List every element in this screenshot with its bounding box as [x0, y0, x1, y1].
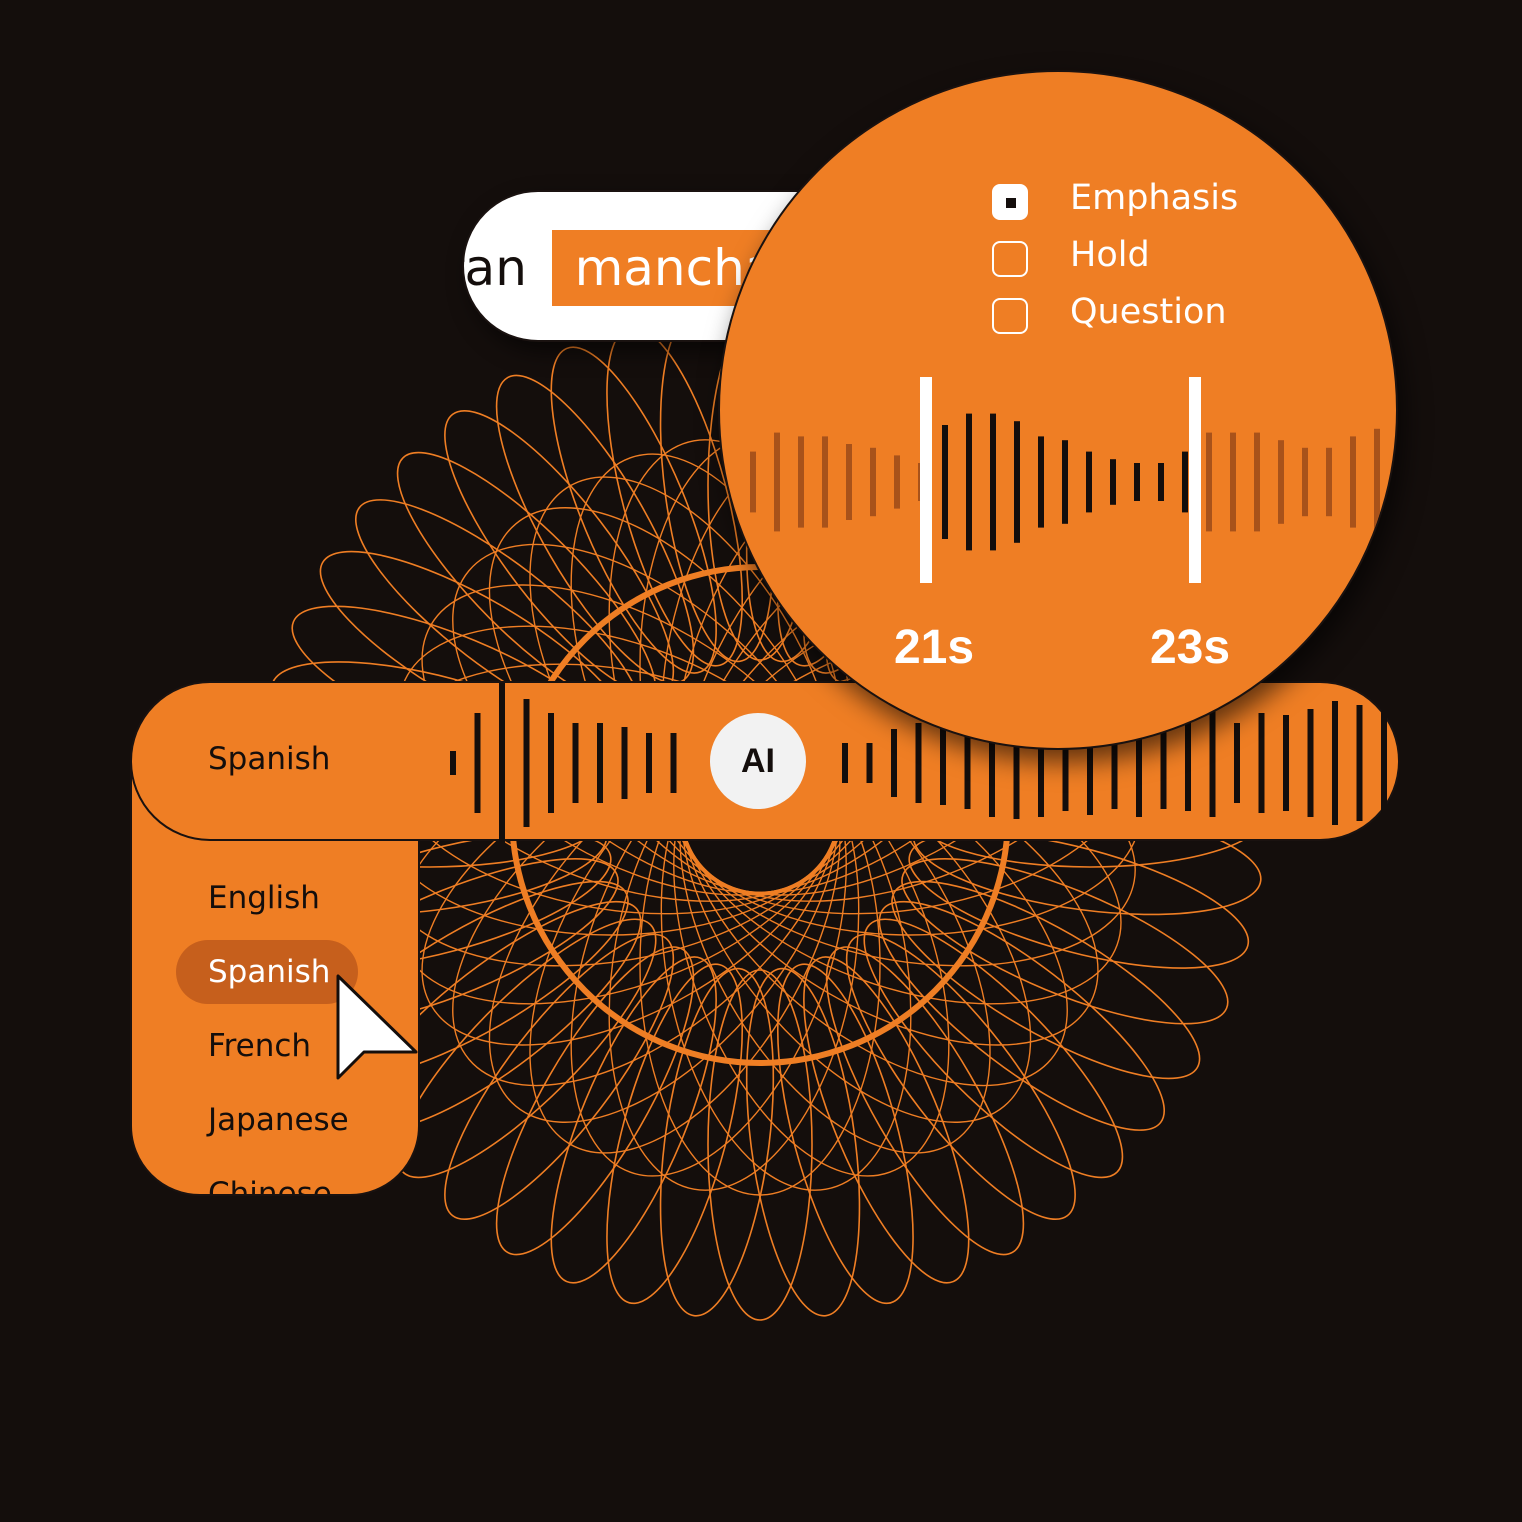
- zoom-waveform-bar: [1134, 463, 1140, 501]
- spirograph-petal: [901, 858, 1229, 1025]
- current-language-selector[interactable]: Spanish: [208, 741, 331, 777]
- spirograph-petal: [495, 946, 695, 1256]
- waveform-bar: [964, 717, 971, 809]
- audio-waveform[interactable]: [132, 683, 1402, 843]
- waveform-bar: [1381, 711, 1387, 815]
- spirograph-petal: [495, 374, 695, 684]
- spirograph-petal: [606, 963, 744, 1305]
- segment-end-time: 23s: [1149, 621, 1231, 674]
- option-label: Question: [1070, 292, 1227, 332]
- language-option-french[interactable]: French: [208, 1028, 312, 1064]
- zoom-waveform-bar: [1350, 436, 1356, 528]
- zoom-waveform-bar: [822, 436, 828, 528]
- waveform-bar: [621, 727, 628, 799]
- option-label: Emphasis: [1070, 178, 1239, 218]
- waveform-bar: [1111, 717, 1118, 809]
- zoom-waveform-bar: [990, 413, 996, 551]
- waveform-bar: [450, 751, 456, 775]
- waveform-bar: [842, 743, 848, 783]
- zoom-waveform-bar: [1302, 447, 1308, 517]
- zoom-waveform-bar: [1326, 447, 1332, 517]
- waveform-bar: [1332, 701, 1338, 825]
- waveform-bar: [1307, 709, 1314, 817]
- spirograph-petal: [891, 880, 1201, 1080]
- zoom-waveform-bar: [1110, 459, 1116, 505]
- zoom-waveform-bar: [1278, 440, 1284, 524]
- zoom-waveform-bar: [1086, 451, 1092, 513]
- zoom-waveform-bar: [966, 413, 972, 551]
- segment-end-marker[interactable]: [1189, 377, 1201, 583]
- checkbox-checked-icon[interactable]: [992, 184, 1028, 220]
- waveform-bar: [1136, 709, 1142, 817]
- waveform-bar: [1013, 707, 1020, 819]
- zoom-waveform-bar: [870, 447, 876, 517]
- spirograph-petal: [908, 831, 1250, 969]
- zoom-waveform-bar: [846, 444, 852, 520]
- checkbox-empty-icon[interactable]: [992, 241, 1028, 277]
- language-option-chinese[interactable]: Chinese: [208, 1176, 332, 1196]
- spirograph-petal: [825, 946, 1025, 1256]
- zoomed-waveform[interactable]: [720, 72, 1398, 750]
- waveform-zoom-bubble: Emphasis Hold Question 21s 23s: [718, 70, 1398, 750]
- zoom-waveform-bar: [1158, 463, 1164, 501]
- segment-start-marker[interactable]: [920, 377, 932, 583]
- waveform-bar: [1209, 709, 1216, 817]
- waveform-bar: [940, 721, 946, 805]
- language-option-english[interactable]: English: [208, 880, 320, 916]
- zoom-waveform-bar: [942, 425, 948, 539]
- zoom-waveform-bar: [1038, 436, 1044, 528]
- ai-badge-button[interactable]: AI: [710, 713, 806, 809]
- waveform-bar: [891, 729, 897, 797]
- zoom-waveform-bar: [1254, 432, 1260, 532]
- waveform-bar: [499, 683, 505, 843]
- pointer-cursor-icon: [336, 974, 418, 1080]
- spirograph-petal: [863, 918, 1124, 1179]
- language-audio-bar: Spanish AI: [130, 681, 1402, 843]
- option-label: Hold: [1070, 235, 1150, 275]
- zoom-waveform-bar: [1230, 432, 1236, 532]
- waveform-bar: [523, 699, 530, 827]
- waveform-bar: [1283, 715, 1289, 811]
- waveform-bar: [1062, 715, 1069, 811]
- spirograph-petal: [550, 346, 717, 674]
- checkbox-empty-icon[interactable]: [992, 298, 1028, 334]
- phrase-word[interactable]: ran: [464, 239, 527, 297]
- waveform-bar: [1258, 713, 1265, 813]
- zoom-waveform-bar: [1374, 428, 1380, 536]
- zoom-waveform-bar: [1062, 440, 1068, 524]
- segment-start-time: 21s: [893, 621, 975, 674]
- waveform-bar: [1356, 705, 1363, 821]
- zoom-waveform-bar: [798, 436, 804, 528]
- waveform-bar: [646, 733, 652, 793]
- selected-language-highlight: [176, 940, 358, 1004]
- waveform-bar: [548, 713, 554, 813]
- language-option-spanish[interactable]: Spanish: [208, 954, 331, 990]
- spirograph-petal: [396, 918, 657, 1179]
- waveform-bar: [597, 723, 603, 803]
- zoom-waveform-bar: [750, 451, 756, 513]
- zoom-waveform-bar: [1182, 451, 1188, 513]
- zoom-waveform-bar: [1014, 421, 1020, 543]
- waveform-bar: [1087, 711, 1093, 815]
- waveform-bar: [572, 723, 579, 803]
- waveform-bar: [1038, 709, 1044, 817]
- waveform-bar: [915, 723, 922, 803]
- zoom-waveform-bar: [894, 455, 900, 509]
- spirograph-petal: [776, 963, 914, 1305]
- waveform-bar: [1234, 723, 1240, 803]
- spirograph-petal: [803, 956, 970, 1284]
- waveform-bar: [866, 743, 873, 783]
- spirograph-petal: [550, 956, 717, 1284]
- spirograph-petal: [707, 969, 813, 1321]
- waveform-bar: [989, 709, 995, 817]
- waveform-bar: [1160, 717, 1167, 809]
- zoom-waveform-bar: [1206, 432, 1212, 532]
- zoom-waveform-bar: [774, 432, 780, 532]
- waveform-bar: [1185, 715, 1191, 811]
- waveform-bar: [474, 713, 481, 813]
- language-option-japanese[interactable]: Japanese: [208, 1102, 349, 1138]
- waveform-bar: [670, 733, 677, 793]
